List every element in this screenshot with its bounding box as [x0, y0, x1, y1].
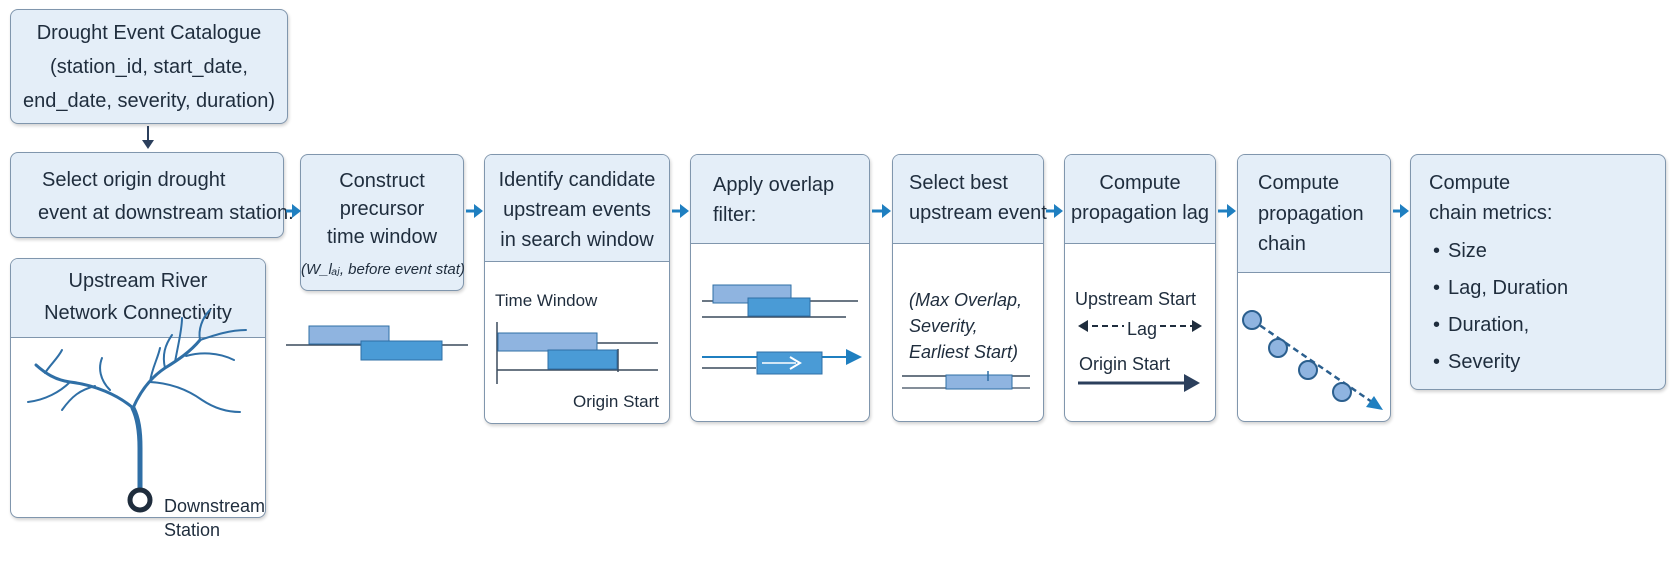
time-window-label: Time Window — [495, 291, 598, 310]
chain-metrics-line1: Compute — [1429, 172, 1511, 194]
river-network-tree — [27, 309, 247, 493]
select-best-criteria-line1: (Max Overlap, — [909, 290, 1023, 310]
upstream-start-label: Upstream Start — [1075, 289, 1197, 309]
select-best-criteria-line2: Severity, — [909, 316, 978, 336]
construct-window-line4: (W_lₐⱼ, before event stat) — [301, 261, 465, 278]
metric-duration: Duration, — [1433, 307, 1568, 344]
construct-window-line3: time window — [326, 226, 438, 248]
chain-metrics-list: Size Lag, Duration Duration, Severity — [1433, 233, 1568, 381]
chain-node — [1332, 382, 1352, 402]
chain-metrics-line2: chain metrics: — [1429, 202, 1553, 224]
select-best-header — [893, 155, 1043, 244]
identify-candidates-line1: Identify candidate — [498, 169, 656, 191]
identify-candidates-box: Identify candidate upstream events in se… — [484, 154, 670, 424]
select-origin-event-box: Select origin drought event at downstrea… — [10, 152, 294, 238]
propagation-chain-graphic — [1242, 310, 1383, 410]
construct-window-box: Construct precursor time window (W_lₐⱼ, … — [300, 154, 465, 291]
propagation-chain-line2: propagation — [1258, 203, 1364, 225]
metric-size: Size — [1433, 233, 1568, 270]
propagation-chain-header — [1238, 155, 1390, 273]
arrow-construct-to-identify — [466, 204, 483, 218]
downstream-station-label-line2: Station — [164, 520, 221, 540]
river-network-header — [11, 259, 265, 338]
propagation-lag-box: Compute propagation lag Upstream Start L… — [1064, 154, 1216, 422]
downstream-station-marker — [127, 487, 153, 513]
candidate-timeline — [496, 322, 658, 384]
propagation-chain-line3: chain — [1258, 233, 1306, 255]
arrow-select-to-lag — [1046, 204, 1063, 218]
select-best-line1: Select best — [909, 172, 1008, 194]
metric-lag-duration: Lag, Duration — [1433, 270, 1568, 307]
overlap-filter-header — [691, 155, 869, 244]
arrow-origin-to-construct — [286, 204, 301, 218]
catalogue-fields-line2: end_date, severity, duration) — [22, 90, 275, 112]
identify-candidates-line2: upstream events — [503, 199, 651, 221]
arrow-catalogue-to-origin — [142, 126, 154, 149]
catalogue-fields-line1: (station_id, start_date, — [50, 56, 248, 78]
propagation-lag-header — [1065, 155, 1215, 244]
construct-window-line2: precursor — [339, 198, 425, 220]
arrow-identify-to-overlap — [672, 204, 689, 218]
select-best-criteria-line3: Earliest Start) — [909, 342, 1019, 362]
arrow-chain-to-metrics — [1393, 204, 1409, 218]
identify-candidates-header — [485, 155, 669, 262]
catalogue-title: Drought Event Catalogue — [36, 22, 262, 44]
select-best-bar — [902, 371, 1030, 390]
metric-severity: Severity — [1433, 344, 1568, 381]
propagation-lag-line2: propagation lag — [1071, 202, 1209, 224]
lag-arrows — [1078, 320, 1202, 392]
lag-label: Lag — [1127, 319, 1158, 339]
drought-event-catalogue-box: Drought Event Catalogue (station_id, sta… — [10, 9, 288, 124]
select-origin-line2: event at downstream station. — [38, 202, 294, 224]
river-network-title-line2: Network Connectivity — [44, 302, 232, 324]
identify-candidates-line3: in search window — [500, 229, 654, 251]
chain-node — [1298, 360, 1318, 380]
overlap-filter-line2: filter: — [713, 204, 757, 226]
construct-window-bars — [286, 325, 468, 361]
chain-node — [1268, 338, 1288, 358]
propagation-lag-line1: Compute — [1099, 172, 1181, 194]
origin-start-lag-label: Origin Start — [1079, 354, 1171, 374]
arrow-lag-to-chain — [1218, 204, 1236, 218]
propagation-chain-line1: Compute — [1258, 172, 1340, 194]
chain-node — [1242, 310, 1262, 330]
origin-start-label: Origin Start — [573, 392, 659, 411]
arrow-overlap-to-select — [872, 204, 891, 218]
overlap-filter-graphic — [702, 284, 862, 375]
construct-window-line1: Construct — [339, 170, 425, 192]
select-origin-line1: Select origin drought — [42, 169, 226, 191]
chain-metrics-box: Compute chain metrics: Size Lag, Duratio… — [1410, 154, 1666, 390]
overlap-filter-line1: Apply overlap — [713, 174, 835, 196]
downstream-station-label-line1: Downstream — [164, 496, 266, 516]
river-network-title-line1: Upstream River — [68, 270, 208, 292]
select-best-line2: upstream event — [909, 202, 1047, 224]
